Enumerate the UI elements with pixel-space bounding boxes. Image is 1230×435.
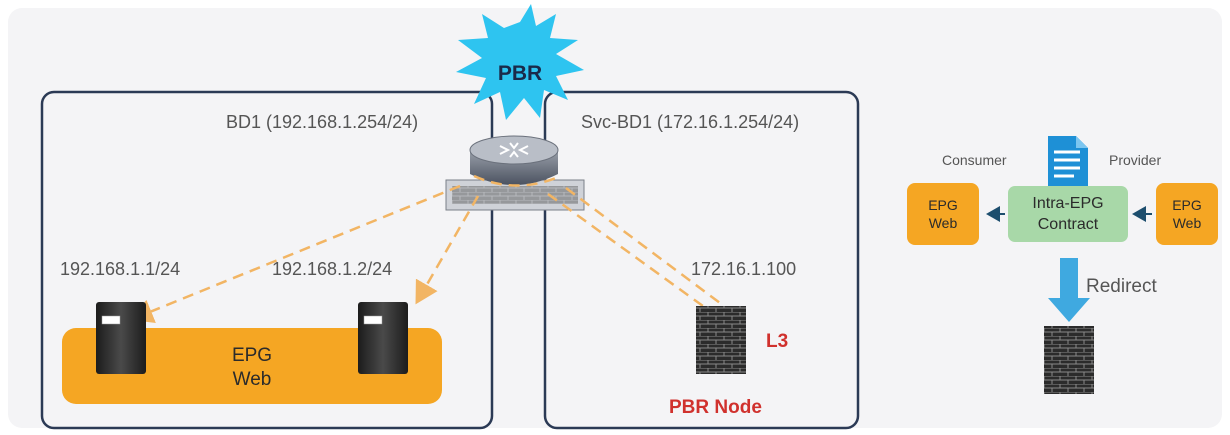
- svc-bd1-label: Svc-BD1 (172.16.1.254/24): [581, 112, 800, 132]
- intra-epg-contract-box: Intra-EPG Contract: [1008, 186, 1128, 242]
- redirect-firewall-icon: [1044, 326, 1094, 394]
- pbr-node-label: PBR Node: [669, 397, 762, 418]
- server-icon-2: [358, 302, 408, 374]
- epg-web-line1: EPG: [231, 345, 273, 366]
- redirect-arrow-icon: [1048, 258, 1090, 322]
- path-through-router: [473, 174, 557, 187]
- pbr-burst: [456, 4, 584, 120]
- epg-web-label: EPG Web: [222, 344, 282, 392]
- provider-label: Provider: [1109, 152, 1162, 168]
- traffic-paths: [130, 174, 725, 323]
- path-to-pbr-node-a: [547, 192, 715, 316]
- epg-web-band: [62, 328, 442, 404]
- l3-label: L3: [766, 331, 789, 352]
- path-to-host1: [130, 184, 461, 323]
- path-to-pbr-node-b: [565, 186, 725, 308]
- server-icon-1: [96, 302, 146, 374]
- pbr-badge-label: PBR: [498, 62, 542, 85]
- provider-epg-web-box: EPG Web: [1156, 183, 1218, 245]
- path-to-host2: [415, 195, 480, 305]
- bd1-box: [40, 90, 494, 430]
- firewall-icon: [696, 306, 746, 374]
- epg-web-line2: Web: [232, 369, 272, 390]
- router-switch-icon: [445, 135, 585, 211]
- consumer-epg-web-box: EPG Web: [907, 183, 979, 245]
- pbr-node-ip-label: 172.16.1.100: [691, 259, 797, 279]
- redirect-label: Redirect: [1086, 276, 1157, 297]
- consumer-label: Consumer: [942, 152, 1007, 168]
- contract-document-icon: [1048, 136, 1088, 186]
- host1-ip-label: 192.168.1.1/24: [60, 259, 181, 279]
- host2-ip-label: 192.168.1.2/24: [272, 259, 393, 279]
- svc-bd1-box: [543, 90, 860, 430]
- bd1-label: BD1 (192.168.1.254/24): [226, 112, 419, 132]
- background-panel: [8, 8, 1222, 428]
